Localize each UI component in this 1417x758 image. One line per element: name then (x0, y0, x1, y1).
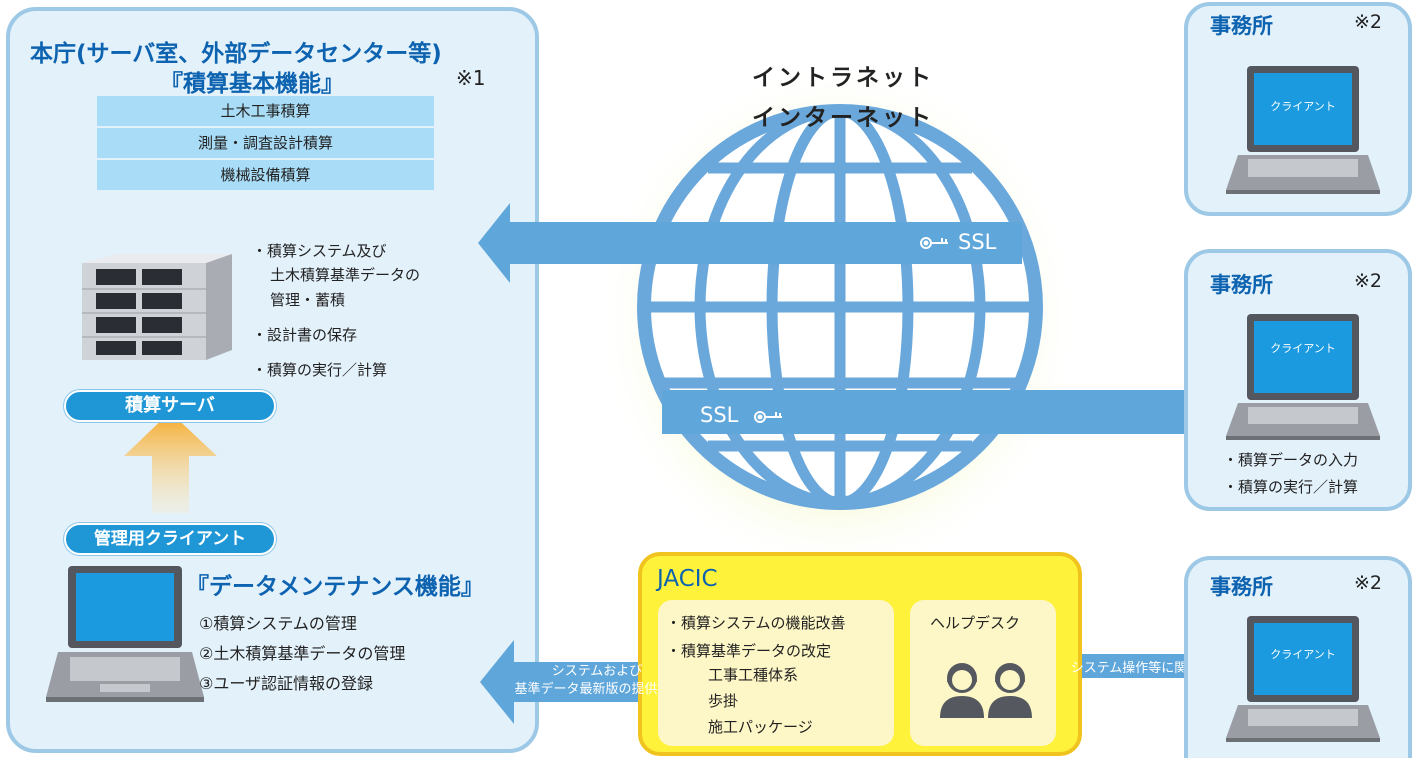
server-label: 積算サーバ (64, 390, 276, 422)
jacic-item-2: ・積算基準データの改定 (666, 642, 832, 660)
ssl-label-top: SSL (958, 230, 997, 254)
server-feature-5: ・積算の実行／計算 (252, 361, 388, 379)
arrow-left-text-1: システムおよび (551, 664, 643, 679)
arrow-jacic-to-honcho (480, 640, 668, 724)
maintenance-item-3: ③ユーザ認証情報の登録 (199, 674, 374, 693)
honcho-subtitle: 『積算基本機能』 (160, 71, 344, 97)
honcho-note: ※1 (456, 66, 486, 90)
key-icon-bottom (754, 411, 782, 423)
office-screen-label-3: クライアント (1270, 648, 1336, 661)
office-screen-label-1: クライアント (1270, 100, 1336, 113)
office-laptop-icon-1 (1226, 66, 1380, 194)
arrow-to-honcho (478, 203, 1022, 283)
arrow-to-office (662, 370, 1254, 454)
office-note-2: ※2 (1354, 270, 1383, 292)
function-kikai: 機械設備積算 (97, 160, 434, 190)
function-doboku: 土木工事積算 (97, 96, 434, 126)
jacic-sub-item-3: 施工パッケージ (708, 718, 813, 736)
jacic-title: JACIC (657, 566, 718, 592)
office-note-1: ※2 (1354, 11, 1383, 33)
arrow-right-text-1: システム操作等に関する (1070, 661, 1214, 676)
jacic-items-box (658, 600, 894, 746)
honcho-title: 本庁(サーバ室、外部データセンター等) (30, 41, 442, 67)
network-line-1: イントラネット (752, 65, 934, 91)
office-screen-label-2: クライアント (1270, 342, 1336, 355)
maintenance-item-1: ①積算システムの管理 (199, 614, 357, 633)
arrow-left-text-2: 基準データ最新版の提供 (514, 682, 658, 697)
office-panel-2 (1184, 249, 1412, 511)
server-feature-1: ・積算システム及び (252, 242, 387, 260)
arrow-right-text-2: 問い合わせへの回答 (1083, 678, 1201, 693)
office-title-3: 事務所 (1210, 575, 1273, 599)
office-title-2: 事務所 (1210, 273, 1273, 297)
jacic-item-1: ・積算システムの機能改善 (666, 614, 846, 632)
admin-laptop-icon (46, 566, 204, 702)
server-feature-2: 土木積算基準データの (270, 266, 421, 284)
server-feature-3: 管理・蓄積 (270, 291, 346, 309)
maintenance-item-2: ②土木積算基準データの管理 (199, 644, 406, 663)
maintenance-title: 『データメンテナンス機能』 (186, 574, 484, 600)
network-line-2: インターネット (752, 105, 934, 131)
admin-client-label: 管理用クライアント (64, 523, 276, 555)
jacic-sub-item-2: 歩掛 (708, 692, 739, 710)
helpdesk-box (910, 600, 1056, 746)
server-feature-4: ・設計書の保存 (252, 326, 358, 344)
office-feature-2: ・積算の実行／計算 (1223, 478, 1359, 496)
ssl-label-bottom: SSL (700, 403, 739, 427)
arrow-helpdesk-office (1048, 630, 1238, 702)
key-icon-top (920, 237, 948, 249)
office-title-1: 事務所 (1210, 14, 1273, 38)
jacic-sub-item-1: 工事工種体系 (708, 666, 799, 684)
helpdesk-label: ヘルプデスク (930, 614, 1021, 632)
office-feature-1: ・積算データの入力 (1223, 451, 1359, 469)
office-note-3: ※2 (1354, 572, 1383, 594)
office-laptop-icon-3 (1226, 616, 1380, 742)
office-laptop-icon-2 (1226, 314, 1380, 440)
function-sokuryo: 測量・調査設計積算 (97, 128, 434, 158)
upload-arrow (124, 412, 217, 513)
